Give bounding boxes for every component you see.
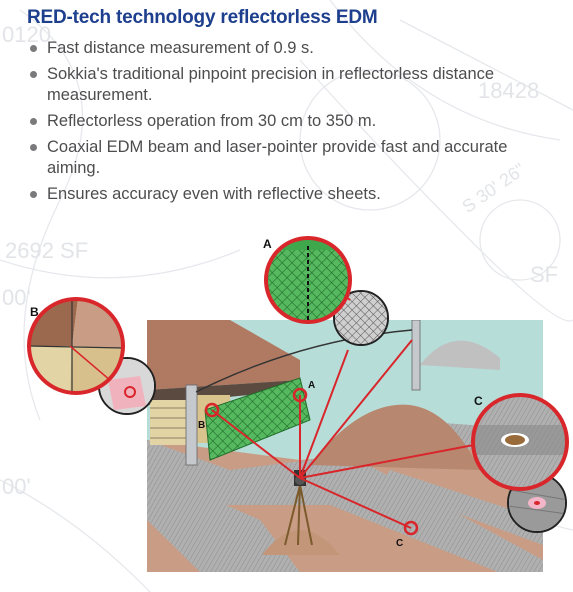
feature-item: Coaxial EDM beam and laser-pointer provi… <box>27 137 547 179</box>
edm-illustration: B A C A <box>27 236 569 572</box>
bullet-icon <box>30 118 37 125</box>
bg-text-7: SF <box>530 262 559 287</box>
target-a-label: A <box>308 380 315 391</box>
inset-b: B <box>27 297 156 415</box>
inset-a-label: A <box>263 237 272 251</box>
inset-a: A <box>263 236 389 346</box>
feature-item: Ensures accuracy even with reflective sh… <box>27 184 547 205</box>
bg-text-2: 2692 SF <box>5 238 89 263</box>
bg-text-5: 18428 <box>478 78 540 103</box>
target-b-label: B <box>198 420 205 431</box>
bullet-icon <box>30 71 37 78</box>
bullet-icon <box>30 144 37 151</box>
feature-text: Sokkia's traditional pinpoint precision … <box>47 65 495 104</box>
feature-item: Reflectorless operation from 30 cm to 35… <box>27 111 547 132</box>
bullet-icon <box>30 45 37 52</box>
feature-text: Coaxial EDM beam and laser-pointer provi… <box>47 138 508 177</box>
feature-text: Ensures accuracy even with reflective sh… <box>47 185 381 203</box>
bg-text-4: 00' <box>2 474 31 499</box>
bg-text-1: 0120 <box>2 22 51 47</box>
feature-item: Fast distance measurement of 0.9 s. <box>27 38 547 59</box>
inset-c-label: C <box>474 394 483 408</box>
page-title: RED-tech technology reflectorless EDM <box>27 7 378 28</box>
inset-b-label: B <box>30 305 39 319</box>
feature-text: Fast distance measurement of 0.9 s. <box>47 39 314 57</box>
inset-c: C <box>471 393 569 533</box>
bg-text-3: 00' <box>2 285 31 310</box>
bullet-icon <box>30 191 37 198</box>
feature-item: Sokkia's traditional pinpoint precision … <box>27 64 547 106</box>
feature-text: Reflectorless operation from 30 cm to 35… <box>47 112 377 130</box>
target-c-label: C <box>396 538 403 549</box>
feature-list: Fast distance measurement of 0.9 s. Sokk… <box>27 38 547 210</box>
